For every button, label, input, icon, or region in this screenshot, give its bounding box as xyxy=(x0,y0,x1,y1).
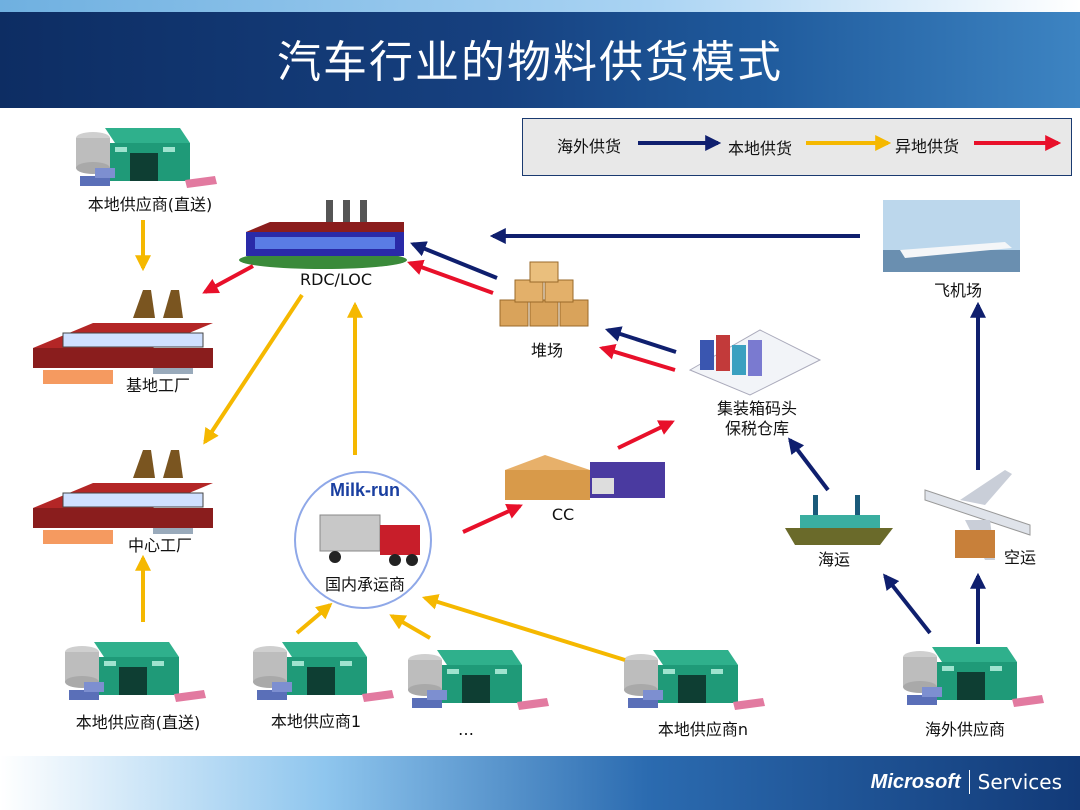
arrow-remote xyxy=(617,420,675,450)
cc-truck-icon xyxy=(505,455,665,500)
arrow-remote xyxy=(598,344,676,372)
airport-icon xyxy=(883,200,1020,272)
label-container-terminal-1: 集装箱码头 xyxy=(716,399,798,418)
factory-icon xyxy=(32,289,214,385)
label-airport: 飞机场 xyxy=(933,281,983,300)
arrow-remote xyxy=(462,504,523,534)
container-terminal-icon xyxy=(688,329,822,396)
label-center-plant: 中心工厂 xyxy=(127,536,193,555)
arrow-remote xyxy=(202,264,254,294)
arrow-local xyxy=(421,594,626,662)
footer-bar xyxy=(0,756,1080,810)
label-rdc: RDC/LOC xyxy=(299,270,373,289)
label-air: 空运 xyxy=(1003,548,1037,567)
brand-name: Microsoft xyxy=(870,770,961,793)
plane-icon xyxy=(924,470,1031,560)
brand-product: Services xyxy=(977,770,1062,794)
label-container-terminal-2: 保税仓库 xyxy=(724,419,790,438)
ship-icon xyxy=(785,495,893,545)
label-milkrun-title: Milk-run xyxy=(330,480,400,500)
warehouse-icon xyxy=(624,650,765,710)
label-overseas-supplier: 海外供应商 xyxy=(924,720,1006,739)
label-supplier-1: 本地供应商1 xyxy=(270,712,362,731)
warehouse-icon xyxy=(253,642,394,702)
arrow-local xyxy=(389,614,432,640)
header-top-stripe xyxy=(0,0,1080,12)
label-supplier-dots: … xyxy=(458,720,474,739)
legend-label-overseas: 海外供货 xyxy=(557,137,622,156)
label-milkrun-sub: 国内承运商 xyxy=(324,575,406,594)
legend-box xyxy=(522,118,1072,176)
warehouse-icon xyxy=(408,650,549,710)
warehouse-icon xyxy=(903,647,1044,707)
arrow-overseas xyxy=(410,241,498,280)
truck-icon xyxy=(319,514,420,566)
boxes-icon xyxy=(499,261,589,327)
arrow-remote xyxy=(406,259,494,295)
label-supplier-n: 本地供应商n xyxy=(657,720,749,739)
label-base-plant: 基地工厂 xyxy=(125,376,191,395)
label-sea: 海运 xyxy=(817,550,851,569)
arrow-overseas xyxy=(604,326,677,354)
brand-logo: Microsoft Services xyxy=(871,770,1062,794)
brand-divider xyxy=(968,770,970,794)
arrow-local xyxy=(203,293,304,445)
legend-label-remote: 异地供货 xyxy=(895,137,960,156)
label-supplier-direct-top: 本地供应商(直送) xyxy=(87,195,213,214)
page-title: 汽车行业的物料供货模式 xyxy=(277,37,783,88)
label-yard: 堆场 xyxy=(530,341,564,360)
label-supplier-direct-bottom: 本地供应商(直送) xyxy=(75,713,201,732)
rdc-factory-icon xyxy=(239,200,407,269)
warehouse-icon xyxy=(65,642,206,702)
warehouse-icon xyxy=(76,128,217,188)
arrow-local xyxy=(295,602,333,635)
factory-icon xyxy=(32,449,214,545)
label-cc: CC xyxy=(551,505,575,524)
arrow-overseas xyxy=(883,573,932,635)
header-bar xyxy=(0,0,1080,108)
legend-label-local: 本地供货 xyxy=(728,139,793,158)
arrow-overseas xyxy=(788,437,830,492)
